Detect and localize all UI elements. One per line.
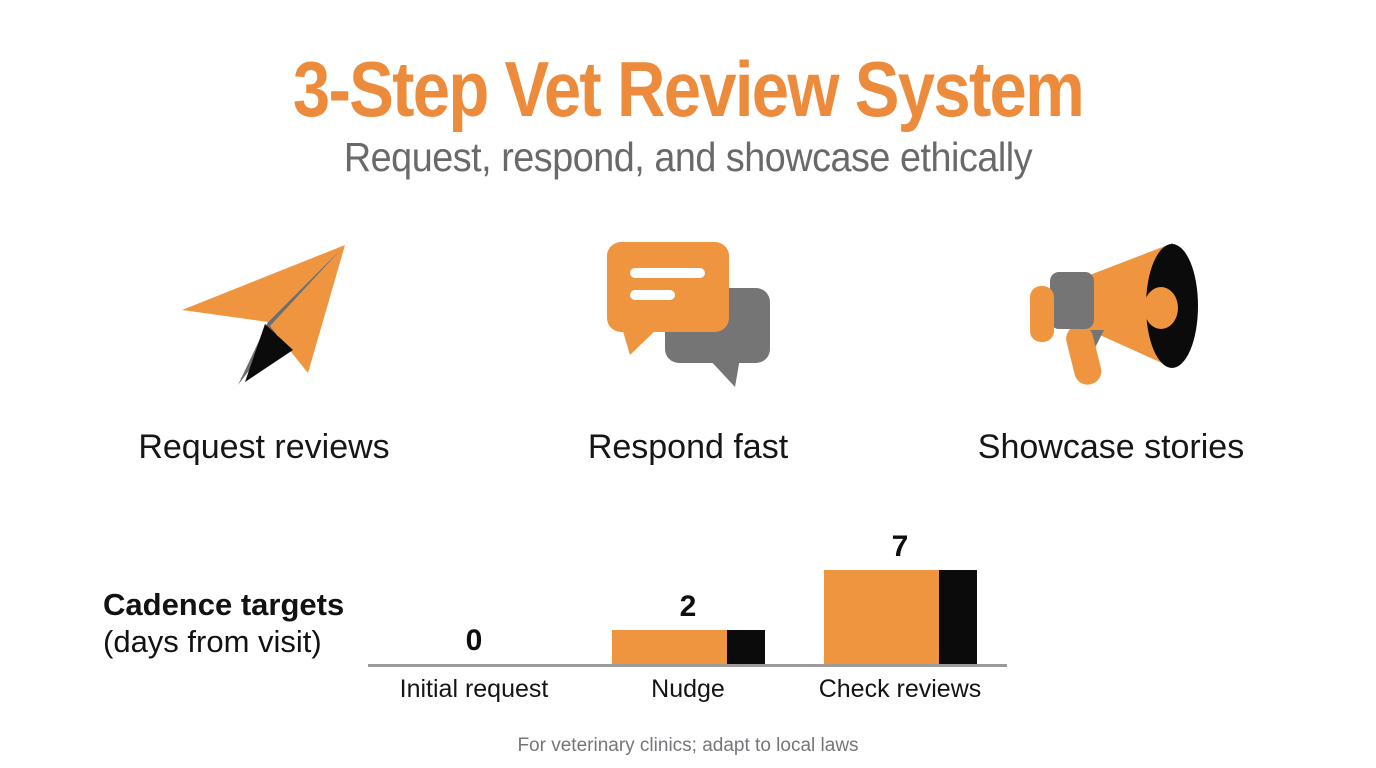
bar-category-label: Nudge xyxy=(651,675,725,703)
bar-value-label: 0 xyxy=(465,624,483,657)
chart-title-line2: (days from visit) xyxy=(103,624,322,659)
page-subtitle: Request, respond, and showcase ethically xyxy=(343,134,1033,180)
chat-bubbles-icon xyxy=(607,242,770,387)
page-title: 3-Step Vet Review System xyxy=(292,45,1085,133)
bar-value-label: 2 xyxy=(679,590,697,623)
bar-category-label: Initial request xyxy=(399,675,549,703)
bar-fill xyxy=(823,570,939,664)
bar-fill xyxy=(611,630,727,664)
step-label-request-reviews: Request reviews xyxy=(138,428,390,466)
megaphone-icon xyxy=(1030,243,1198,385)
step-label-respond-fast: Respond fast xyxy=(587,428,789,466)
bar-category-label: Check reviews xyxy=(818,675,982,703)
paper-plane-icon xyxy=(182,245,345,385)
bar-1 xyxy=(611,630,765,664)
bar-side-shadow xyxy=(726,630,765,664)
bar-2 xyxy=(823,570,977,664)
step-label-showcase-stories: Showcase stories xyxy=(977,428,1245,466)
footer-note: For veterinary clinics; adapt to local l… xyxy=(517,735,859,756)
bar-side-shadow xyxy=(938,570,977,664)
chart-title-line1: Cadence targets xyxy=(103,587,345,622)
chart-axis xyxy=(368,664,1007,667)
bar-value-label: 7 xyxy=(891,530,909,563)
chart-title: Cadence targets (days from visit) xyxy=(103,586,383,660)
